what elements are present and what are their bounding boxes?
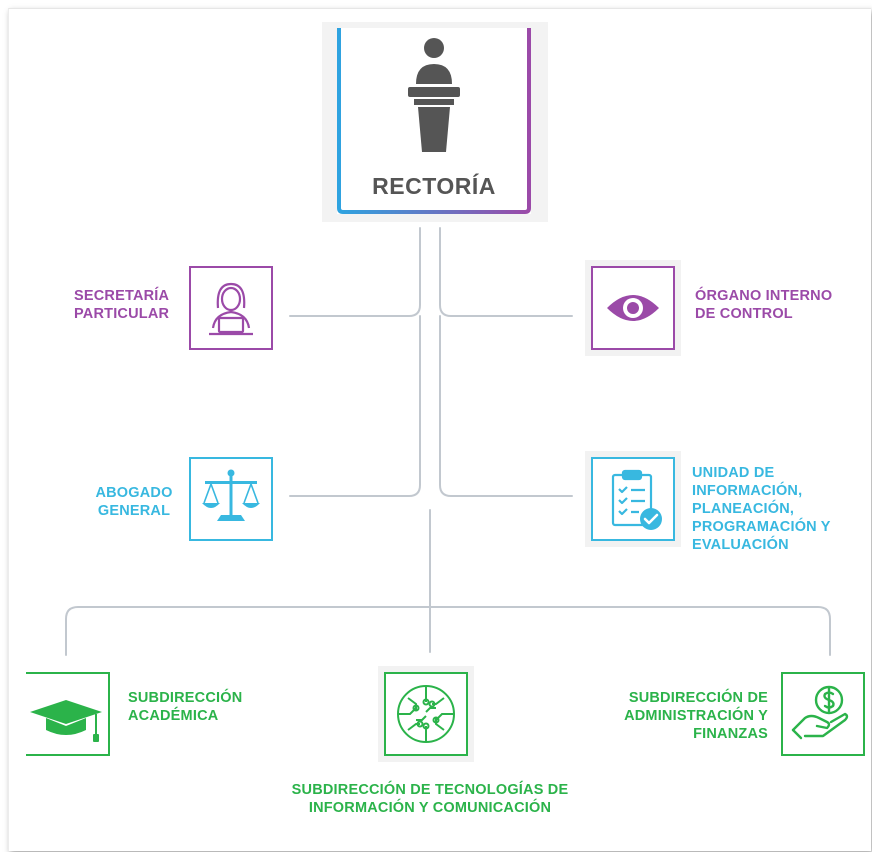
hand-money-icon xyxy=(791,685,849,740)
organo-box xyxy=(591,266,675,350)
podium-speaker-icon xyxy=(408,38,460,152)
secretaria-box xyxy=(189,266,273,350)
tecnologias-label: SUBDIRECCIÓN DE TECNOLOGÍAS DE INFORMACI… xyxy=(291,782,569,816)
unidad-box xyxy=(591,457,675,541)
rectoria-title: RECTORÍA xyxy=(372,173,496,199)
woman-laptop-icon xyxy=(209,282,253,336)
circuit-icon xyxy=(397,685,455,743)
secretaria-label: SECRETARÍA PARTICULAR xyxy=(74,288,170,322)
academica-box xyxy=(26,672,110,756)
organo-label: ÓRGANO INTERNO DE CONTROL xyxy=(695,288,833,322)
rectoria-card: RECTORÍA xyxy=(337,28,531,214)
administracion-box xyxy=(781,672,865,756)
academica-label: SUBDIRECCIÓN ACADÉMICA xyxy=(128,690,243,724)
rectoria-border xyxy=(337,28,531,214)
scales-icon xyxy=(202,469,260,521)
unidad-label: UNIDAD DE INFORMACIÓN, PLANEACIÓN, PROGR… xyxy=(692,465,831,553)
eye-icon xyxy=(607,295,659,321)
clipboard-check-icon xyxy=(611,469,662,530)
graduation-cap-icon xyxy=(30,700,102,742)
abogado-label: ABOGADO GENERAL xyxy=(95,485,173,519)
abogado-box xyxy=(189,457,273,541)
rectoria-box: RECTORÍA xyxy=(322,22,548,222)
administracion-label: SUBDIRECCIÓN DE ADMINISTRACIÓN Y FINANZA… xyxy=(624,690,768,742)
tecnologias-box xyxy=(384,672,468,756)
